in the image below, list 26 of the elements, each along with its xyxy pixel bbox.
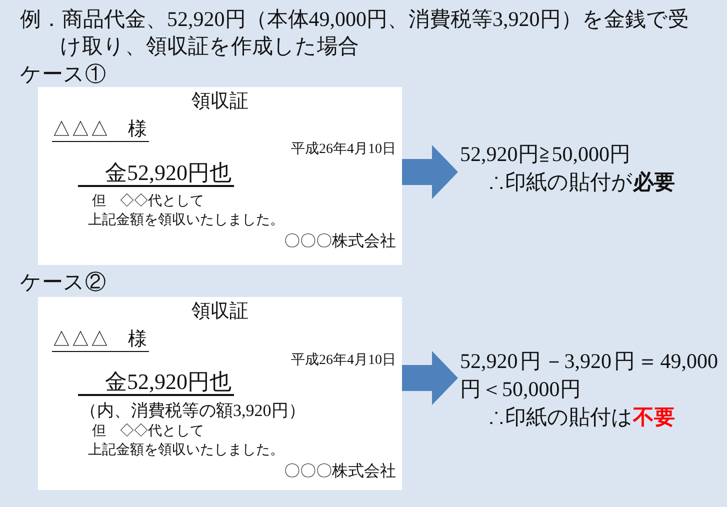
title-text: 例．商品代金、52,920円（本体49,000円、消費税等3,920円）を金銭で受け取り、領収証を作成した場合: [20, 6, 690, 60]
date-text: 平成26年4月10日: [291, 353, 396, 370]
tax-note: （内、消費税等の額3,920円）: [80, 401, 306, 421]
receipt-title: 領収証: [190, 91, 250, 113]
receipt-title: 領収証: [190, 301, 250, 323]
receipt-note: 但 ◇◇代として: [92, 194, 204, 210]
block-arrow: [402, 351, 458, 405]
addressee-line: △△△ 様: [52, 329, 149, 352]
block-arrow: [402, 145, 458, 199]
date-text: 平成26年4月10日: [291, 142, 396, 158]
receipt-note: 但 ◇◇代として: [92, 424, 204, 440]
receipt-note: 上記金額を領収いたしました。: [88, 443, 284, 460]
addressee-line: △△△ 様: [52, 119, 149, 142]
result-equation: 52,920円≧50,000円: [460, 141, 632, 168]
issuer-name: 〇〇〇株式会社: [284, 233, 396, 252]
issuer-name: 〇〇〇株式会社: [284, 463, 396, 482]
conclusion-text: ∴印紙の貼付が必要: [487, 169, 676, 196]
case-label: ケース①: [20, 62, 106, 86]
amount-line: 金52,920円也: [78, 160, 234, 188]
receipt-box: [38, 297, 402, 490]
receipt-box: [38, 87, 402, 265]
result-equation: 52,920円－3,920円＝49,000円＜50,000円: [460, 348, 718, 403]
amount-line: 金52,920円也: [78, 369, 234, 396]
case-label: ケース②: [20, 270, 106, 294]
receipt-note: 上記金額を領収いたしました。: [88, 213, 284, 230]
conclusion-text: ∴印紙の貼付は不要: [487, 404, 676, 431]
